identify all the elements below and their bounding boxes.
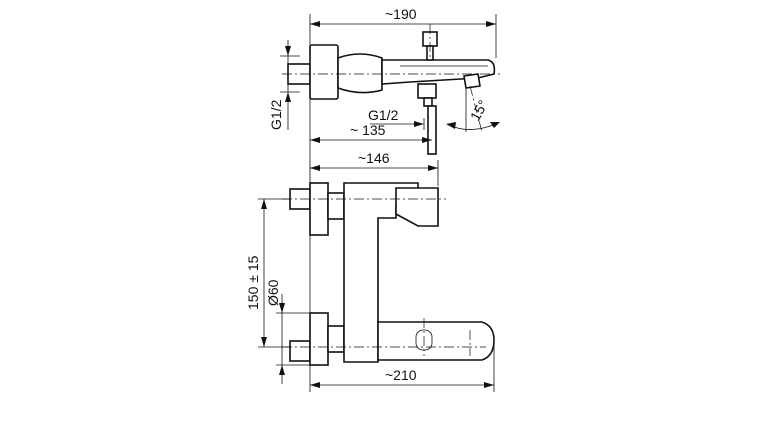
front-upper-collar — [327, 192, 345, 220]
side-outlet — [417, 83, 437, 99]
dim-top-depth: ~ 135 — [350, 122, 386, 138]
front-upper-handle — [309, 182, 329, 236]
dim-front-centers: 150 ± 15 — [245, 255, 261, 310]
front-outlet-block — [395, 187, 439, 227]
front-lower-handle — [309, 312, 329, 366]
side-view: ~190 G1/2 G1/2 ~ 135 15° — [268, 6, 500, 160]
side-spout-nozzle — [463, 73, 481, 89]
front-view: ~146 150 ± 15 Ø60 ~210 — [245, 150, 495, 392]
side-body — [337, 53, 383, 94]
dim-front-spout: ~210 — [385, 367, 417, 383]
dim-top-thread: G1/2 — [268, 99, 284, 130]
dim-outlet-thread: G1/2 — [368, 107, 399, 123]
side-handle — [309, 44, 339, 100]
front-lower-connector — [289, 340, 311, 362]
dim-front-diameter: Ø60 — [265, 279, 281, 306]
front-lower-collar — [327, 325, 345, 353]
dim-top-width: ~190 — [385, 6, 417, 22]
side-outlet-nut — [423, 97, 433, 107]
side-outlet-pipe — [427, 105, 437, 155]
front-spout — [377, 321, 495, 361]
dim-top-angle: 15° — [467, 97, 491, 123]
dim-front-width: ~146 — [358, 150, 390, 166]
